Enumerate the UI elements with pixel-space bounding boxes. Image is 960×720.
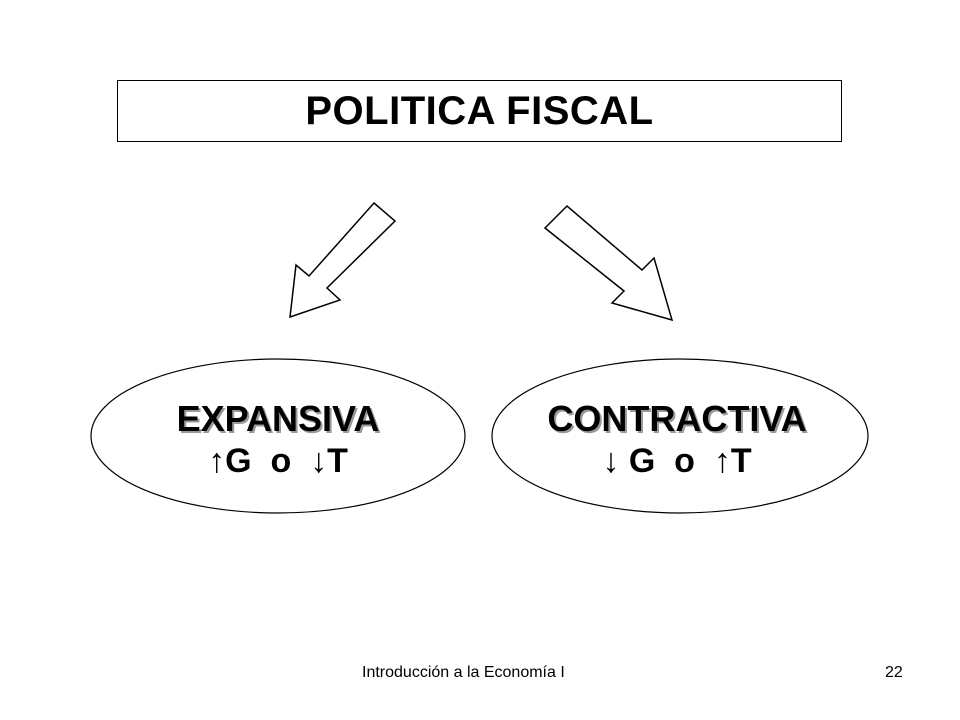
footer-title: Introducción a la Economía I xyxy=(362,664,565,681)
expansiva-label: EXPANSIVA ↑G o ↓T xyxy=(128,398,428,482)
title-box: POLITICA FISCAL xyxy=(117,80,842,142)
page-number: 22 xyxy=(885,664,903,681)
expansiva-formula: ↑G o ↓T xyxy=(208,442,348,480)
arrow-down-left-icon xyxy=(289,201,397,319)
expansiva-ellipse xyxy=(90,358,466,514)
contractiva-formula: ↓ G o ↑T xyxy=(602,442,752,480)
expansiva-heading: EXPANSIVA xyxy=(176,398,380,439)
arrow-down-right-icon xyxy=(543,204,674,322)
diagram-title: POLITICA FISCAL xyxy=(305,88,654,133)
contractiva-ellipse xyxy=(491,358,869,514)
contractiva-label: CONTRACTIVA ↓ G o ↑T xyxy=(527,398,827,482)
contractiva-heading: CONTRACTIVA xyxy=(547,398,807,439)
